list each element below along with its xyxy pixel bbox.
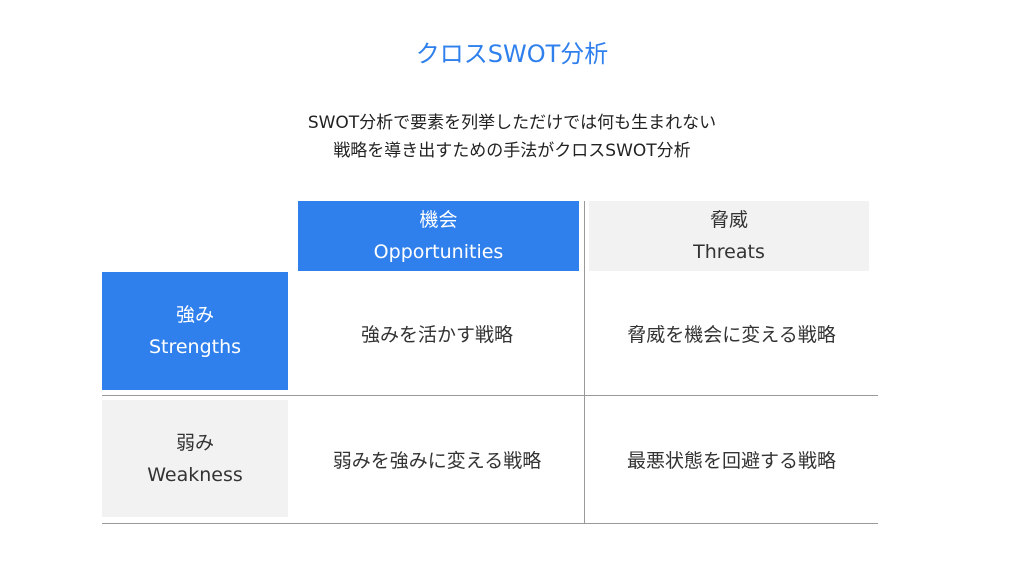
header-jp: 機会 (419, 209, 458, 231)
row-header-strengths: 強み Strengths (102, 272, 288, 390)
cell-st: 脅威を機会に変える戦略 (627, 324, 836, 346)
row-header-jp: 弱み (175, 431, 214, 454)
header-en: Opportunities (373, 241, 504, 263)
row-header-weakness: 弱み Weakness (102, 400, 288, 517)
row-header-jp: 強み (175, 304, 214, 326)
header-en: Threats (693, 241, 765, 263)
subtitle-line-2: 戦略を導き出すための手法がクロスSWOT分析 (333, 141, 691, 161)
cell-wt: 最悪状態を回避する戦略 (626, 450, 836, 472)
row-header-en: Weakness (147, 463, 243, 486)
subtitle-line-1: SWOT分析で要素を列挙しただけでは何も生まれない (307, 113, 717, 133)
header-jp: 脅威 (709, 209, 748, 231)
header-opportunities: 機会 Opportunities (298, 201, 579, 271)
bottom-divider (102, 523, 878, 524)
header-threats: 脅威 Threats (589, 201, 869, 271)
page-title: クロスSWOT分析 (415, 40, 609, 68)
cell-so: 強みを活かす戦略 (360, 324, 513, 346)
column-divider (584, 201, 585, 524)
cell-wo: 弱みを強みに変える戦略 (332, 450, 542, 472)
row-divider (102, 395, 878, 396)
row-header-en: Strengths (148, 336, 242, 358)
